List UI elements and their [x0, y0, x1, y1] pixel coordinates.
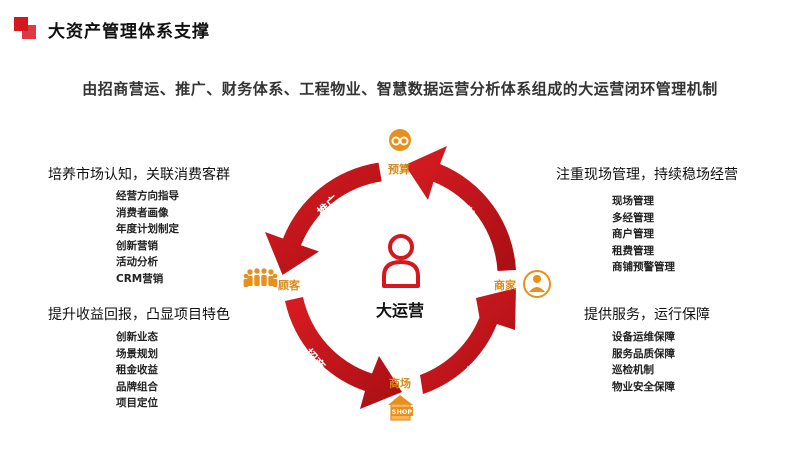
- panel-revenue-list: 创新业态 场景规划 租金收益 品牌组合 项目定位: [116, 329, 158, 412]
- list-item: 项目定位: [116, 397, 158, 410]
- panel-site-list: 现场管理 多经管理 商户管理 租费管理 商铺预警管理: [612, 193, 675, 276]
- list-item: 创新业态: [116, 331, 158, 343]
- list-item: 消费者画像: [116, 206, 169, 219]
- center-label: 大运营: [376, 301, 425, 320]
- node-merchant-label: 商家: [494, 279, 516, 292]
- panel-site-heading: 注重现场管理，持续稳场经营: [556, 167, 738, 183]
- panel-revenue-heading: 提升收益回报，凸显项目特色: [48, 307, 230, 323]
- list-item: 品牌组合: [116, 380, 158, 393]
- list-item: 创新营销: [116, 239, 158, 252]
- list-item: 巡检机制: [612, 364, 654, 377]
- panel-service-heading: 提供服务，运行保障: [584, 307, 710, 323]
- list-item: 现场管理: [612, 195, 654, 207]
- investment-arrow: [285, 297, 402, 409]
- list-item: 商户管理: [612, 228, 654, 241]
- list-item: 设备运维保障: [612, 331, 675, 343]
- coins-icon: [389, 129, 411, 151]
- brand-logo: [14, 17, 38, 41]
- panel-marketing-heading: 培养市场认知，关联消费客群: [48, 167, 230, 183]
- list-item: 场景规划: [116, 347, 158, 360]
- property-arrow: [420, 288, 516, 394]
- promotion-arrow: [265, 162, 382, 275]
- panel-service-list: 设备运维保障 服务品质保障 巡检机制 物业安全保障: [612, 329, 675, 395]
- page-subtitle: 由招商营运、推广、财务体系、工程物业、智慧数据运营分析体系组成的大运营闭环管理机…: [82, 80, 718, 98]
- node-budget-label: 预算: [388, 163, 410, 176]
- list-item: 物业安全保障: [612, 380, 675, 393]
- list-item: 租金收益: [116, 364, 158, 377]
- node-mall-label: 商场: [389, 377, 411, 390]
- person-icon: [523, 270, 551, 298]
- list-item: 商铺预警管理: [612, 261, 675, 274]
- list-item: 年度计划制定: [116, 223, 179, 236]
- list-item: 租费管理: [612, 244, 654, 257]
- list-item: CRM营销: [116, 272, 164, 285]
- list-item: 服务品质保障: [612, 347, 675, 360]
- operation-arrow: [405, 146, 516, 271]
- page-title: 大资产管理体系支撑: [48, 22, 210, 42]
- list-item: 活动分析: [116, 256, 158, 269]
- node-customer-label: 顾客: [278, 279, 300, 292]
- list-item: 多经管理: [612, 211, 654, 224]
- people-icon: [243, 268, 278, 287]
- shop-sign-text: SHOP: [392, 408, 413, 416]
- panel-marketing-list: 经营方向指导 消费者画像 年度计划制定 创新营销 活动分析 CRM营销: [116, 188, 179, 288]
- person-outline-icon: [382, 234, 420, 288]
- list-item: 经营方向指导: [116, 190, 179, 202]
- shop-icon: SHOP: [388, 395, 413, 421]
